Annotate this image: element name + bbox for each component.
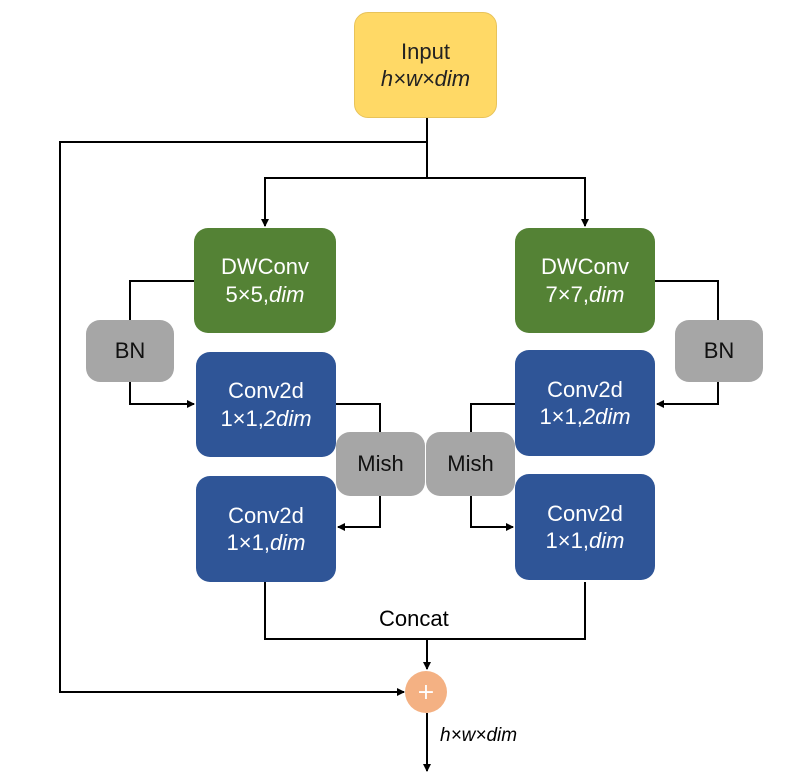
right-conv2d-a-channels: 2dim [582, 404, 631, 429]
right-bn-node: BN [675, 320, 763, 382]
right-conv2d-b-channels: dim [588, 528, 625, 553]
right-conv2d-b-node: Conv2d 1×1,dim [515, 474, 655, 580]
concat-line [264, 582, 586, 640]
split-left-arrow [261, 177, 427, 227]
left-dwconv-size: 5×5, [225, 281, 269, 307]
right-conv2d-a-size: 1×1, [539, 404, 583, 429]
split-right-arrow [427, 177, 589, 227]
left-dwconv-channels: dim [268, 281, 305, 307]
left-conv2d-b-channels: dim [269, 530, 306, 555]
right-conv2d-a-node: Conv2d 1×1,2dim [515, 350, 655, 456]
left-conv2d-b-name: Conv2d [228, 502, 304, 528]
residual-skip-line [59, 141, 427, 696]
right-conv2d-b-name: Conv2d [547, 500, 623, 526]
right-dwconv-size: 7×7, [545, 281, 589, 307]
right-dwconv-name: DWConv [540, 254, 629, 279]
left-bn-label: BN [114, 338, 146, 364]
left-mish-node: Mish [336, 432, 425, 496]
left-conv2d-a-name: Conv2d [228, 378, 304, 403]
input-dims: h×w×dim [380, 66, 471, 91]
output-dims-label: h×w×dim [440, 725, 518, 746]
left-dwconv-node: DWConv 5×5,dim [194, 228, 336, 333]
input-node: Input h×w×dim [354, 12, 497, 118]
left-conv2d-a-node: Conv2d 1×1,2dim [196, 352, 336, 457]
right-dwconv-channels: dim [588, 281, 625, 307]
right-conv2d-b-size: 1×1, [545, 528, 589, 553]
left-conv2d-a-channels: 2dim [263, 405, 312, 431]
left-mish-label: Mish [357, 451, 404, 477]
add-node: + [405, 671, 447, 713]
right-conv2d-a-name: Conv2d [547, 376, 623, 402]
left-conv2d-a-size: 1×1, [220, 405, 264, 431]
right-dwconv-node: DWConv 7×7,dim [515, 228, 655, 333]
input-title: Input [401, 38, 450, 64]
right-mish-node: Mish [426, 432, 515, 496]
right-mish-label: Mish [447, 451, 494, 477]
left-dwconv-name: DWConv [220, 254, 309, 279]
right-bn-label: BN [703, 338, 735, 364]
concat-label: Concat [379, 606, 449, 631]
left-bn-node: BN [86, 320, 174, 382]
left-conv2d-b-node: Conv2d 1×1,dim [196, 476, 336, 582]
left-conv2d-b-size: 1×1, [226, 530, 270, 555]
